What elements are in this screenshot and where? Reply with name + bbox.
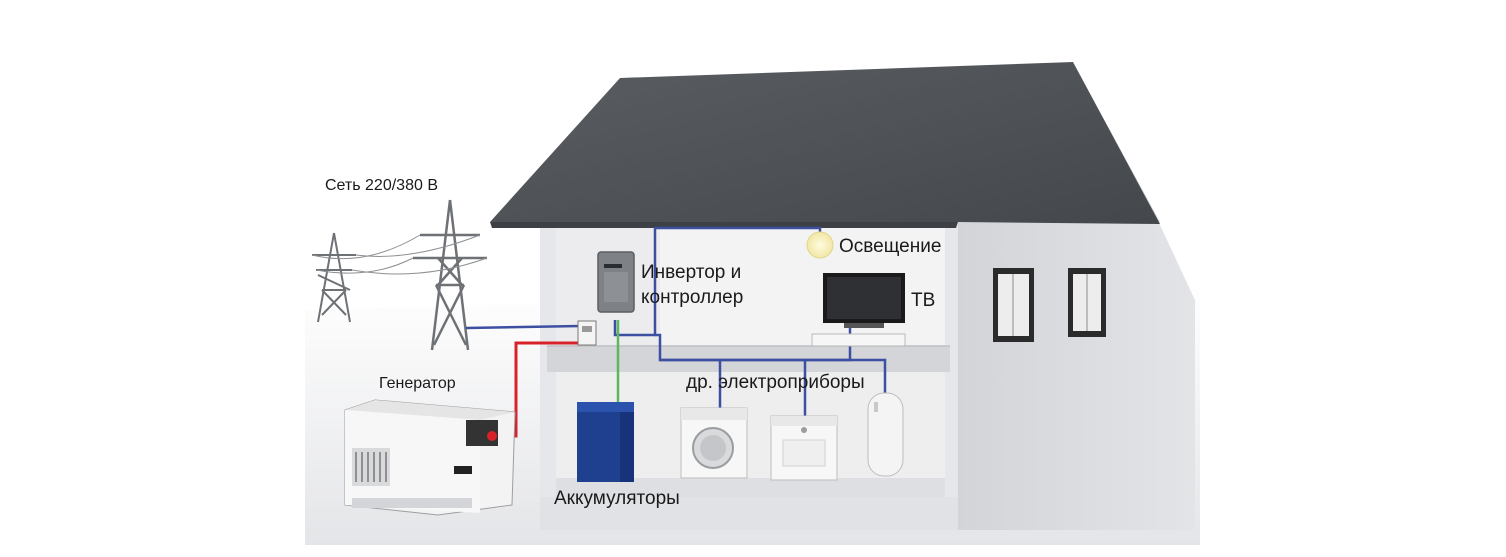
inverter-label-line1: Инвертор и [641, 262, 742, 283]
batteries-label: Аккумуляторы [554, 488, 680, 509]
window-left [993, 268, 1034, 342]
grid-wiring [465, 226, 887, 418]
washing-machine-icon [680, 407, 748, 479]
battery-bank-icon [577, 402, 634, 482]
tv-icon [811, 273, 906, 347]
window-right [1068, 268, 1106, 337]
power-tower-right [413, 199, 487, 351]
generator-icon [344, 399, 516, 516]
power-wires [311, 234, 488, 275]
lower-room [556, 372, 945, 497]
lighting-label: Освещение [839, 236, 942, 257]
roof-front-edge [490, 222, 958, 228]
roof [490, 62, 1160, 224]
water-heater-icon [867, 392, 904, 477]
distribution-box [577, 320, 597, 346]
inverter-label-line2: контроллер [641, 287, 744, 308]
lighting-bulb-icon [806, 231, 834, 259]
generator-label: Генератор [379, 375, 456, 392]
dryer-icon [770, 415, 838, 481]
house-base [540, 497, 958, 530]
house-gable [1075, 66, 1160, 222]
power-tower-left [312, 232, 356, 323]
tv-label: ТВ [911, 290, 936, 311]
appliances-label: др. электроприборы [686, 372, 865, 393]
inverter-controller [597, 251, 635, 313]
grid-label: Сеть 220/380 В [325, 177, 438, 194]
lower-room-floor [556, 478, 945, 497]
